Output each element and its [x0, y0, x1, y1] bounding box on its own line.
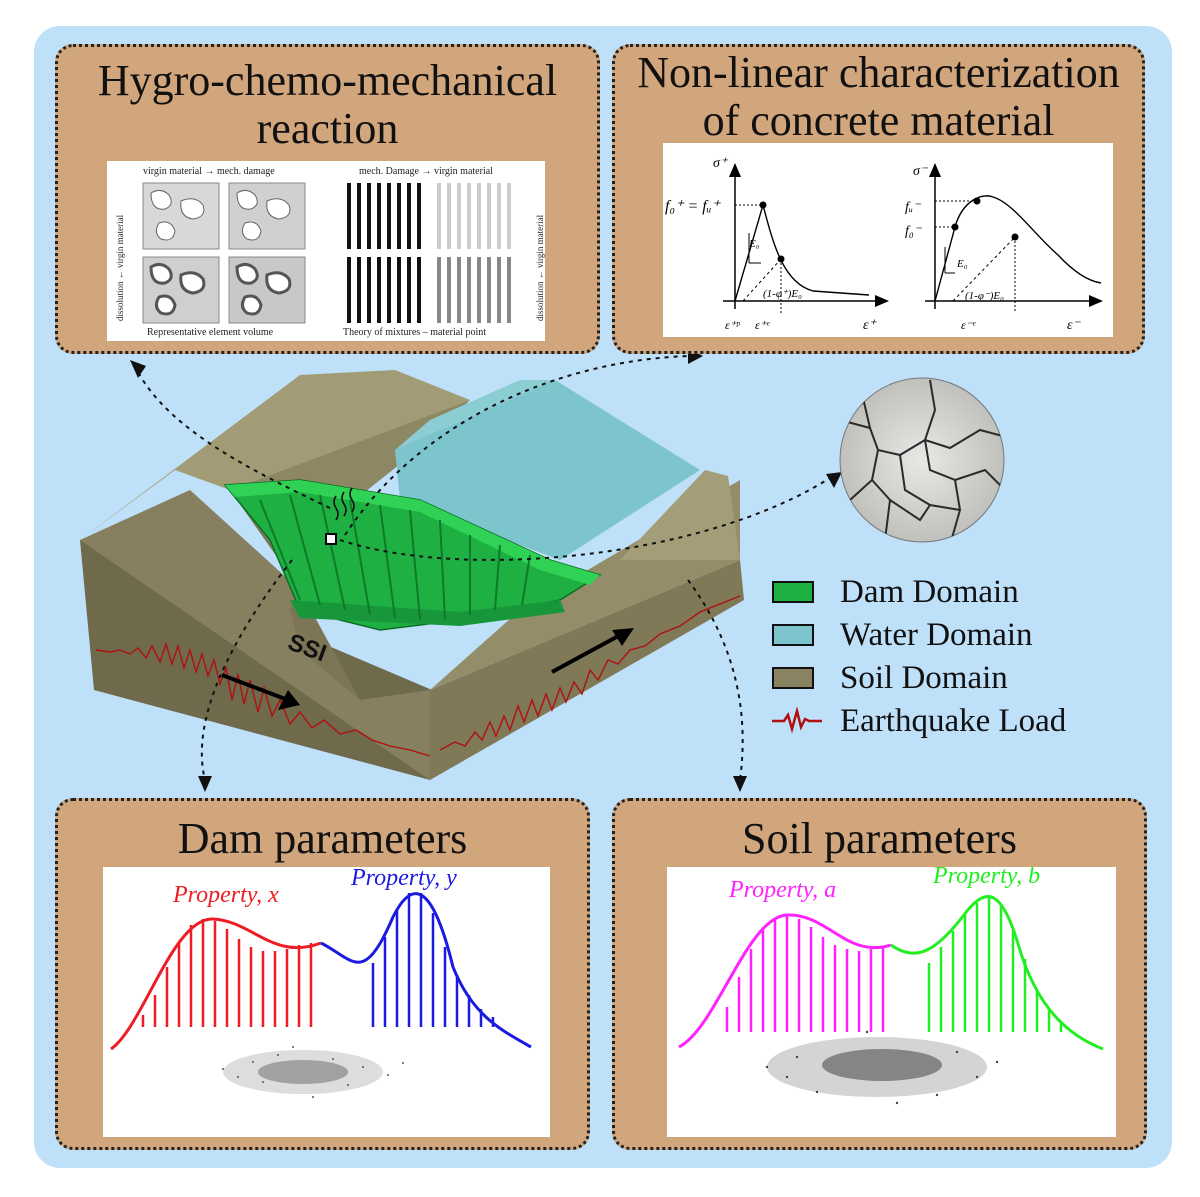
green-swatch-icon	[772, 581, 814, 603]
soil-bars-a	[725, 915, 885, 1032]
legend-item-soil: Soil Domain	[772, 658, 1132, 701]
connector-to-nonlinear	[344, 355, 691, 536]
dam-property-x-label: Property, x	[172, 882, 279, 908]
earthquake-trace-left	[95, 641, 431, 757]
soil-front-face	[80, 490, 430, 780]
ground-motion-arrow-left-head	[278, 690, 300, 710]
connector-arrows	[137, 355, 831, 781]
tension-elastic-strain-label: ε⁺ᵉ	[755, 318, 770, 332]
soil-scatter-cloud	[765, 1030, 999, 1105]
soil-fit-curve-a	[678, 913, 892, 1049]
seismic-wave-icon	[772, 707, 822, 734]
arrowhead-crack	[826, 472, 842, 488]
tension-secant-label: (1-φ⁺)E₀	[763, 288, 802, 300]
compression-curve	[934, 195, 1102, 302]
cyan-swatch-icon	[772, 624, 814, 646]
hygro-top-caption-right: mech. Damage → virgin material	[359, 166, 493, 177]
soil-property-b-label: Property, b	[932, 867, 1040, 889]
connector-to-hygro	[137, 371, 331, 509]
tension-plastic-strain-label: ε⁺ᵖ	[725, 318, 740, 332]
legend-label-earthquake: Earthquake Load	[840, 703, 1067, 739]
rev-cells	[142, 182, 306, 324]
dam-property-y-label: Property, y	[350, 867, 457, 891]
olive-swatch-icon	[772, 667, 814, 689]
hygro-bottom-caption-left: Representative element volume	[147, 327, 274, 338]
panel-soil-params: Soil parameters Property, a Property, b	[612, 798, 1147, 1150]
dam-bars-y	[371, 893, 495, 1027]
hygro-bottom-caption-right: Theory of mixtures – material point	[343, 327, 486, 338]
panel-nonlinear-title-line1: Non-linear characterization	[637, 48, 1120, 97]
hygro-side-label-right: dissolution ← virgin material	[535, 214, 545, 321]
arrowhead-soil-params	[733, 776, 747, 792]
dam-scatter-cloud	[222, 1046, 404, 1098]
hygro-side-label-left: dissolution ← virgin material	[115, 214, 125, 321]
panel-hygro: Hygro-chemo-mechanical reaction virgin m…	[55, 44, 600, 354]
dam-distribution-plot: Property, x Property, y	[110, 865, 532, 1098]
compression-y-axis-label: σ⁻	[913, 164, 929, 179]
panel-nonlinear: Non-linear characterization of concrete …	[612, 44, 1145, 354]
crack-closeup	[839, 377, 1005, 543]
nonlinear-inset: σ⁺ ε⁺ f₀⁺ = fᵤ⁺ E₀ (1-φ⁺)E₀ ε⁺ᵖ ε⁺ᵉ	[663, 143, 1113, 337]
earthquake-trace-right	[439, 595, 741, 751]
tension-y-axis-label: σ⁺	[713, 156, 729, 171]
arrowhead-dam-params	[198, 776, 212, 792]
soil-property-a-label: Property, a	[728, 877, 836, 903]
legend: Dam Domain Water Domain Soil Domain Eart…	[772, 572, 1132, 744]
tension-modulus-label: E₀	[748, 238, 760, 250]
arrowhead-hygro	[130, 360, 146, 378]
mixture-stripes	[347, 183, 511, 323]
soil-right-ridge	[620, 470, 740, 560]
dam-fit-curve-y	[320, 892, 532, 1049]
dam-fit-curve-x	[110, 917, 322, 1051]
legend-item-earthquake: Earthquake Load	[772, 701, 1132, 744]
water-surface	[395, 380, 700, 560]
soil-params-inset: Property, a Property, b	[667, 863, 1116, 1137]
stress-strain-figure: σ⁺ ε⁺ f₀⁺ = fᵤ⁺ E₀ (1-φ⁺)E₀ ε⁺ᵖ ε⁺ᵉ	[665, 156, 1103, 333]
compression-ultimate-label: fᵤ⁻	[905, 200, 922, 215]
tension-curve	[734, 202, 870, 302]
compression-elastic-strain-label: ε⁻ᵉ	[961, 318, 976, 332]
panel-hygro-title-line2: reaction	[256, 104, 399, 153]
sensor-marker	[325, 533, 337, 545]
hygro-top-caption-left: virgin material → mech. damage	[143, 166, 275, 177]
dam-buttress-lines	[259, 494, 531, 621]
ground-motion-arrow-right-head	[612, 628, 634, 646]
compression-modulus-label: E₀	[956, 258, 968, 270]
panel-hygro-title-line1: Hygro-chemo-mechanical	[97, 56, 558, 105]
hygro-inset: virgin material → mech. damage mech. Dam…	[107, 161, 545, 341]
dam-base	[290, 600, 565, 626]
hygro-figure: virgin material → mech. damage mech. Dam…	[115, 166, 545, 338]
soil-distribution-plot: Property, a Property, b	[678, 863, 1104, 1105]
legend-label-dam: Dam Domain	[840, 574, 1019, 610]
connector-to-crack	[339, 477, 831, 561]
dam-crest	[225, 480, 600, 585]
connector-to-soil-params	[687, 579, 744, 781]
dam-bars-x	[141, 919, 313, 1027]
humidity-waves-icon	[333, 487, 355, 521]
ground-motion-arrow-right-shaft	[551, 632, 623, 674]
soil-valley	[230, 490, 360, 700]
legend-label-water: Water Domain	[840, 617, 1033, 653]
tension-peak-label: f₀⁺ = fᵤ⁺	[665, 198, 721, 215]
panel-soil-params-title: Soil parameters	[742, 814, 1017, 863]
soil-fit-curve-b	[890, 895, 1104, 1051]
soil-bars-b	[927, 897, 1063, 1032]
ground-motion-arrow-left-shaft	[221, 673, 289, 702]
panel-dam-params: Dam parameters Property, x Property, y	[55, 798, 590, 1150]
panel-nonlinear-title-line2: of concrete material	[702, 96, 1055, 145]
compression-x-axis-label: ε⁻	[1067, 318, 1082, 333]
panel-dam-params-title: Dam parameters	[177, 814, 468, 863]
soil-top-left	[80, 370, 470, 540]
legend-item-dam: Dam Domain	[772, 572, 1132, 615]
compression-secant-label: (1-φ⁻)E₀	[965, 290, 1004, 302]
legend-item-water: Water Domain	[772, 615, 1132, 658]
tension-x-axis-label: ε⁺	[863, 318, 878, 333]
connector-to-dam-params	[200, 559, 293, 781]
legend-label-soil: Soil Domain	[840, 660, 1008, 696]
water-far	[395, 380, 555, 450]
compression-initial-label: f₀⁻	[905, 224, 923, 239]
dam-params-inset: Property, x Property, y	[103, 865, 550, 1137]
